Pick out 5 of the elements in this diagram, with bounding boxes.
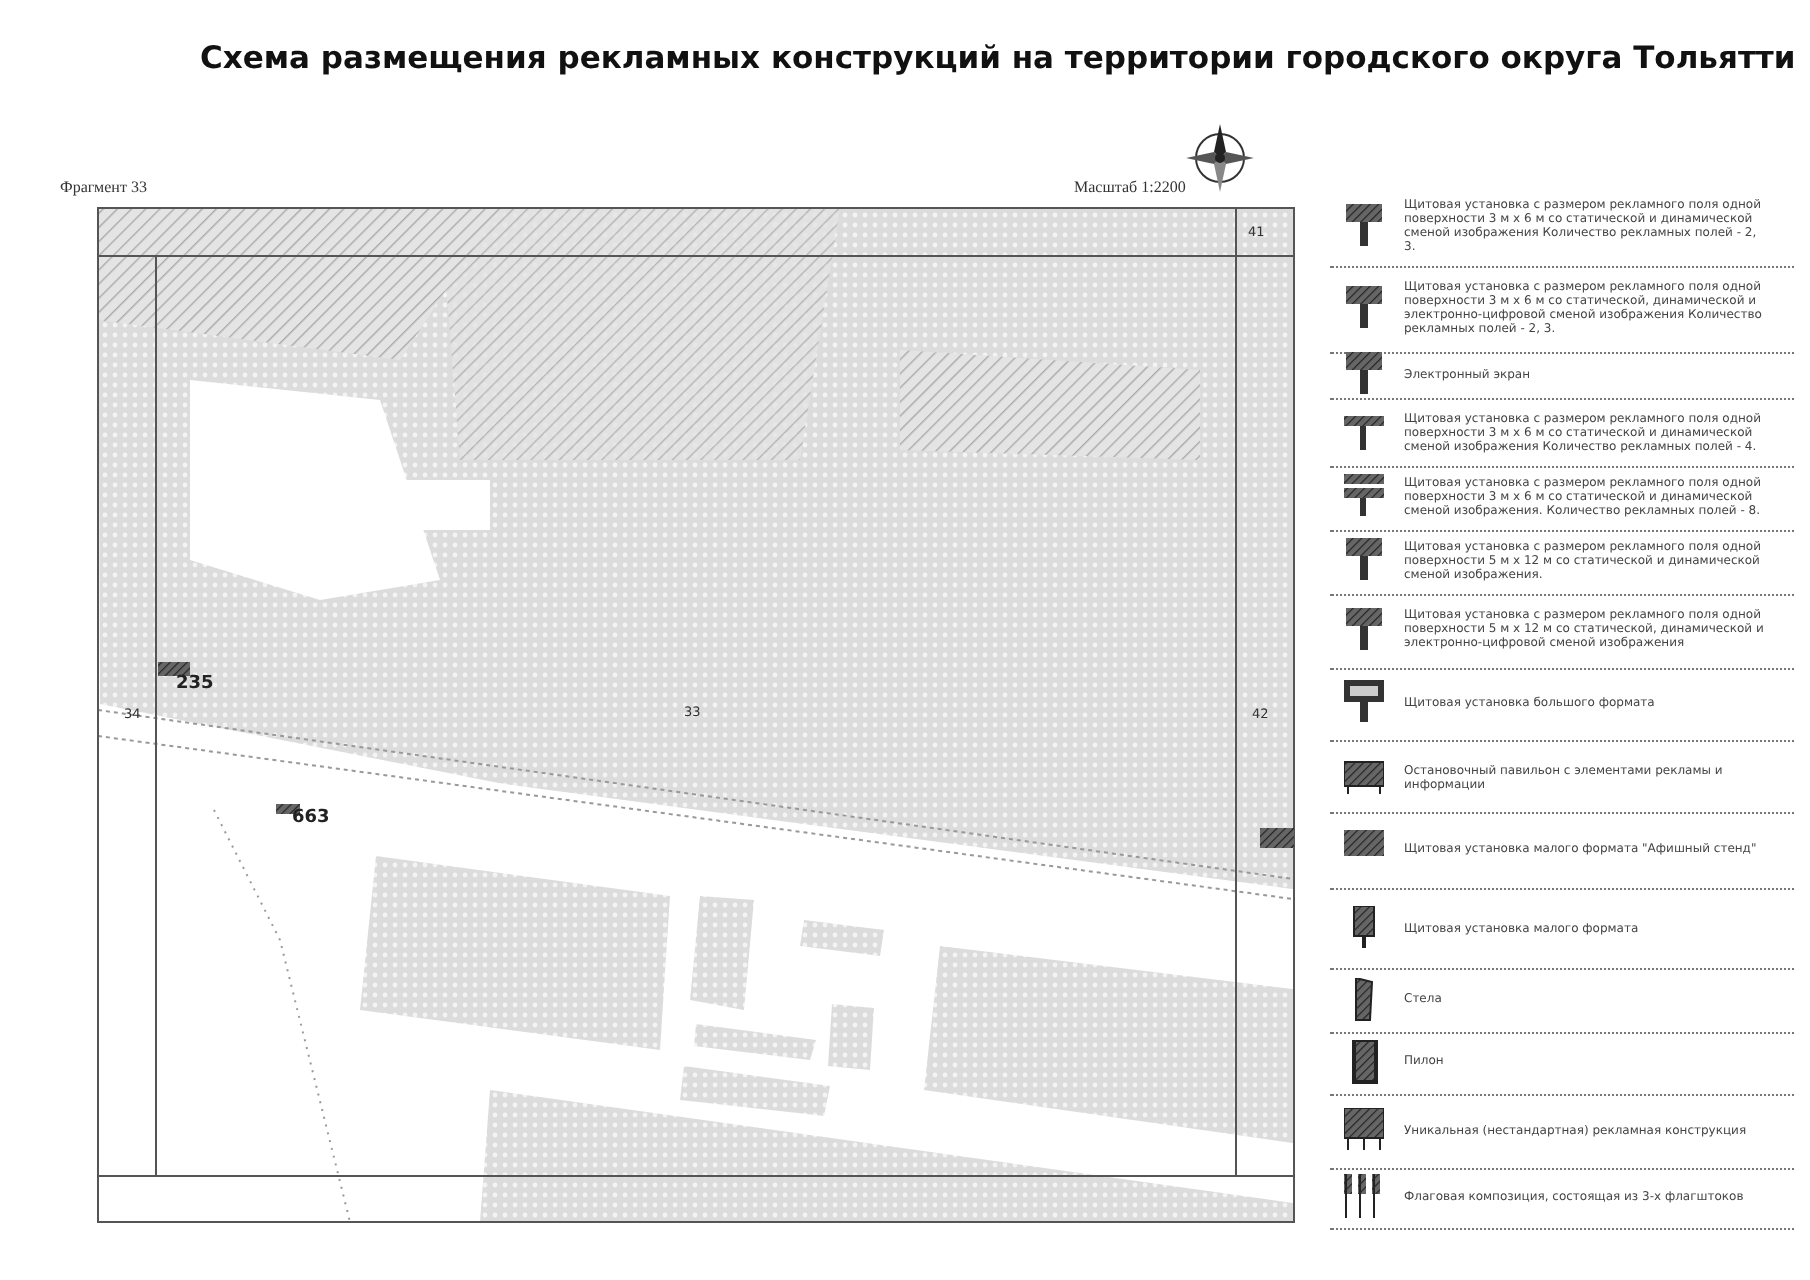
billboard-number: 235 bbox=[176, 674, 214, 694]
scale-label: Масштаб 1:2200 bbox=[1074, 178, 1186, 196]
billboard-number: 663 bbox=[292, 808, 330, 828]
title: Схема размещения рекламных конструкций на территории городского округа Тольятти bbox=[200, 40, 1796, 76]
fragment-label: Фрагмент 33 bbox=[60, 178, 147, 196]
